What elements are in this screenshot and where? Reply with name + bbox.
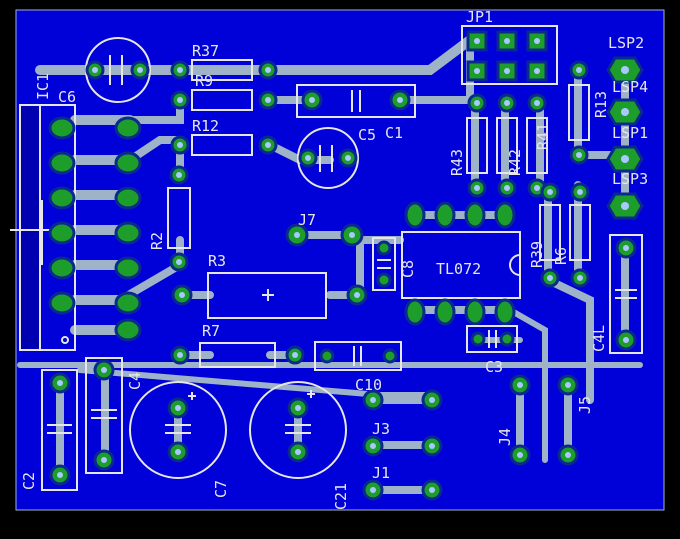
jumpers-bottom <box>362 374 579 501</box>
c7-electrolytic <box>249 381 347 479</box>
label-r9: R9 <box>195 72 213 90</box>
label-ic1: IC1 <box>34 73 52 100</box>
resistor-r9 <box>170 89 278 111</box>
silkscreen-labels: JP1 LSP2 LSP4 LSP1 LSP3 IC1 C6 R37 R9 R1… <box>20 8 648 510</box>
label-r12: R12 <box>192 117 219 135</box>
resistor-r13 <box>568 60 590 165</box>
label-c4l: C4L <box>590 325 608 352</box>
c5-capacitor <box>297 127 359 189</box>
label-r42: R42 <box>506 149 524 176</box>
label-r13: R13 <box>592 91 610 118</box>
label-r41: R41 <box>534 123 552 150</box>
c2-capacitor <box>41 369 78 491</box>
label-jp1: JP1 <box>466 8 493 26</box>
resistor-r6 <box>569 182 591 288</box>
c6-capacitor <box>85 37 151 103</box>
resistor-r12 <box>170 134 278 156</box>
resistor-r2 <box>167 165 191 272</box>
resistor-r3 <box>171 272 368 319</box>
jp1-header <box>461 25 558 85</box>
label-lsp4: LSP4 <box>612 78 648 96</box>
resistor-r39 <box>539 182 561 288</box>
label-c5: C5 <box>358 126 376 144</box>
label-j4: J4 <box>496 428 514 446</box>
c3-capacitor <box>466 325 518 353</box>
ic1-pins <box>48 116 142 342</box>
label-tl072: TL072 <box>436 260 481 278</box>
label-c3: C3 <box>485 358 503 376</box>
label-c8: C8 <box>399 260 417 278</box>
resistor-r43 <box>466 93 488 198</box>
label-r43: R43 <box>448 149 466 176</box>
label-r37: R37 <box>192 42 219 60</box>
board-outline <box>15 9 665 511</box>
c4-capacitor <box>85 357 123 474</box>
label-r6: R6 <box>552 247 570 265</box>
label-c7: C7 <box>212 480 230 498</box>
label-r3: R3 <box>208 252 226 270</box>
resistor-r42 <box>496 93 518 198</box>
label-c21: C21 <box>332 483 350 510</box>
label-r7: R7 <box>202 322 220 340</box>
resistor-r7 <box>170 342 305 368</box>
label-j5: J5 <box>576 396 594 414</box>
tl072-ic <box>401 201 521 326</box>
label-j3: J3 <box>372 420 390 438</box>
label-j1: J1 <box>372 464 390 482</box>
label-c10: C10 <box>355 376 382 394</box>
label-c1: C1 <box>385 124 403 142</box>
label-c2: C2 <box>20 472 38 490</box>
label-r2: R2 <box>148 232 166 250</box>
jumper-j7 <box>285 223 364 247</box>
lsp-pads <box>606 56 644 220</box>
c8-capacitor <box>372 237 396 291</box>
label-c4: C4 <box>126 372 144 390</box>
label-c6: C6 <box>58 88 76 106</box>
c4-electrolytic <box>129 381 227 479</box>
c4l-capacitor <box>609 234 643 354</box>
ic1-heatsink <box>10 104 76 351</box>
c10-capacitor <box>314 341 402 371</box>
label-lsp1: LSP1 <box>612 124 648 142</box>
label-lsp2: LSP2 <box>608 34 644 52</box>
c1-capacitor <box>296 84 416 118</box>
label-j7: J7 <box>298 211 316 229</box>
resistor-r37 <box>170 59 278 81</box>
label-lsp3: LSP3 <box>612 170 648 188</box>
label-r39: R39 <box>528 241 546 268</box>
